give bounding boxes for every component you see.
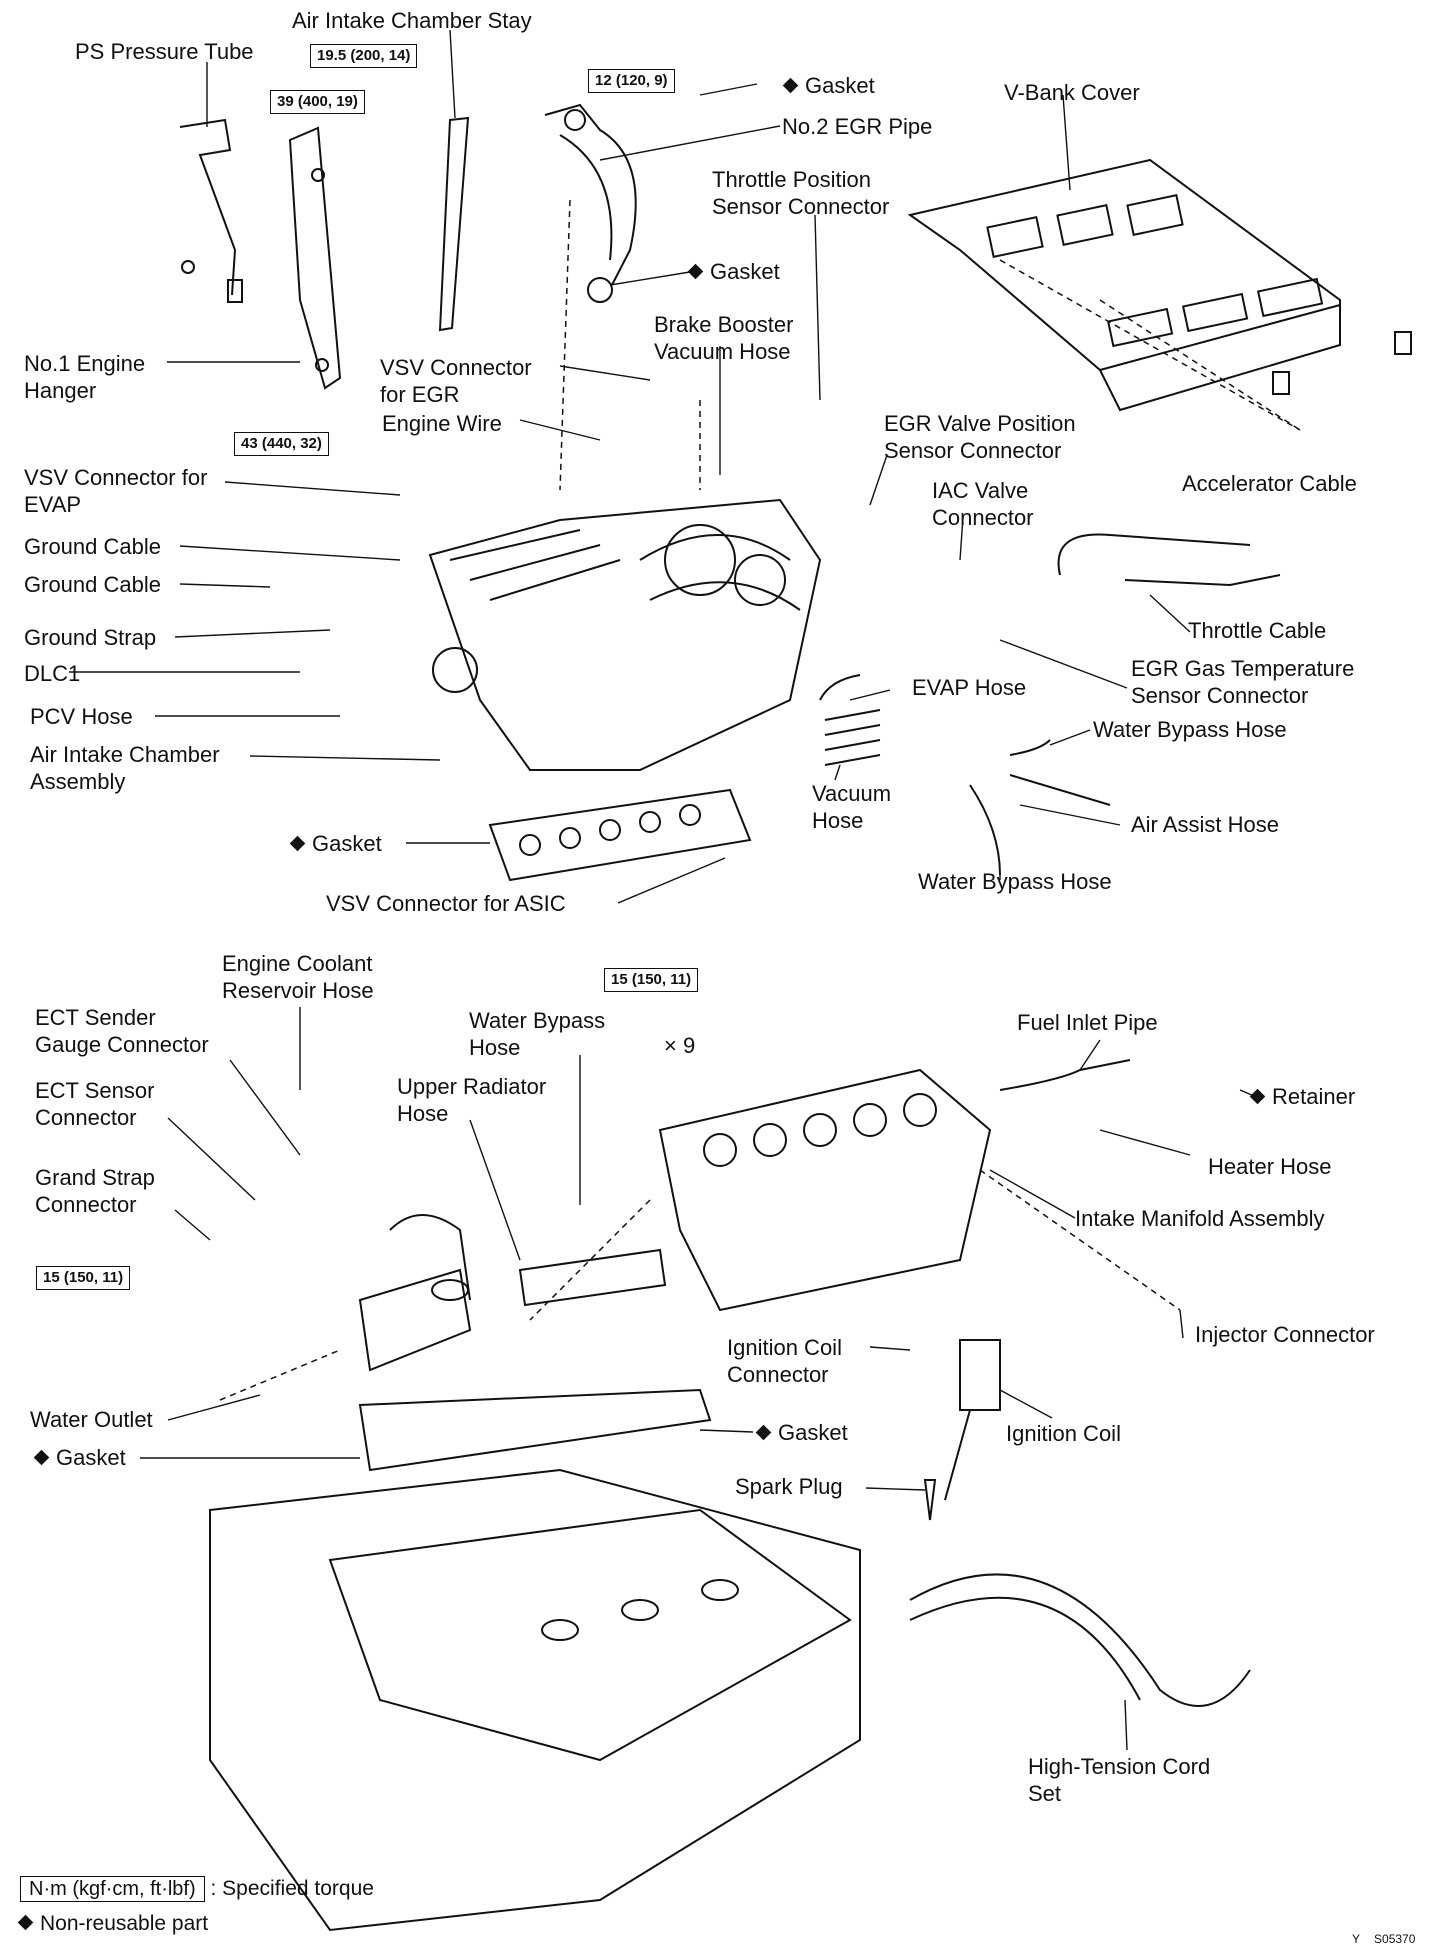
- throttle-cable-label: Throttle Cable: [1188, 618, 1327, 643]
- injector-connector-label: Injector Connector: [1195, 1322, 1375, 1347]
- torque-spec-box: 15 (150, 11): [36, 1266, 131, 1290]
- fuel-inlet-pipe-drawing: [999, 1059, 1131, 1091]
- no2-egr-pipe-label: No.2 EGR Pipe: [782, 114, 933, 139]
- vacuum-hose-drawing: [824, 709, 881, 766]
- accelerator-cable-drawing: [1057, 533, 1251, 576]
- vsv-connector-asic-label: VSV Connector for ASIC: [326, 891, 566, 916]
- water-outlet-drawing: [358, 1214, 472, 1372]
- fuel-inlet-pipe-label: Fuel Inlet Pipe: [1017, 1010, 1158, 1035]
- egr-pipe-drawing: [544, 103, 637, 303]
- engine-block-drawing: [209, 1468, 861, 1932]
- ignition-coil-label: Ignition Coil: [1006, 1421, 1121, 1446]
- engine-wire-label: Engine Wire: [382, 411, 502, 436]
- nonreusable-legend-text: Non-reusable part: [40, 1912, 209, 1935]
- outlet-gasket-drawing: [358, 1388, 712, 1472]
- ground-cable-label: Ground Cable: [24, 534, 161, 559]
- torque-legend-text: : Specified torque: [210, 1877, 374, 1900]
- non-reusable-diamond-icon: [289, 835, 306, 852]
- air-intake-chamber-stay-label: Air Intake Chamber Stay: [292, 8, 532, 33]
- non-reusable-diamond-icon: [17, 1914, 34, 1931]
- non-reusable-diamond-icon: [755, 1424, 772, 1441]
- ground-cable-label: Ground Cable: [24, 572, 161, 597]
- figure-mark: Y: [1352, 1932, 1361, 1946]
- torque-spec-box: 43 (440, 32): [234, 432, 329, 456]
- non-reusable-diamond-icon: [687, 263, 704, 280]
- gasket-manifold-label: Gasket: [755, 1419, 848, 1446]
- torque-spec-box: 12 (120, 9): [588, 69, 675, 93]
- gasket-egr-label: Gasket: [687, 258, 780, 285]
- bypass-hose-drawing: [518, 1248, 667, 1307]
- high-tension-cord-drawing: [909, 1573, 1251, 1707]
- gasket-chamber-label: Gasket: [289, 830, 382, 857]
- torque-legend: N·m (kgf·cm, ft·lbf) : Specified torque: [20, 1876, 374, 1902]
- bolt-quantity: × 9: [664, 1033, 696, 1058]
- ps-pressure-tube-label: PS Pressure Tube: [75, 39, 254, 64]
- engine-hanger-drawing: [288, 126, 342, 390]
- ignition-coil-drawing: [944, 1339, 1001, 1501]
- water-outlet-label: Water Outlet: [30, 1407, 153, 1432]
- throttle-cable-drawing: [1124, 574, 1281, 587]
- ps-pressure-tube-drawing: [179, 118, 243, 303]
- water-bypass-hose-label: Water Bypass Hose: [1093, 717, 1287, 742]
- intake-manifold-drawing: [658, 1068, 992, 1312]
- non-reusable-diamond-icon: [33, 1449, 50, 1466]
- accelerator-cable-label: Accelerator Cable: [1182, 471, 1357, 496]
- v-bank-cover-drawing: [907, 158, 1412, 412]
- chamber-stay-drawing: [438, 116, 470, 332]
- retainer-label: Retainer: [1249, 1083, 1355, 1110]
- spark-plug-drawing: [923, 1479, 937, 1521]
- air-intake-chamber-drawing: [428, 498, 822, 771]
- non-reusable-diamond-icon: [782, 77, 799, 94]
- torque-legend-box: N·m (kgf·cm, ft·lbf): [20, 1876, 205, 1902]
- intake-manifold-assembly-label: Intake Manifold Assembly: [1075, 1206, 1325, 1231]
- gasket-outlet-label: Gasket: [33, 1444, 126, 1471]
- ground-strap-label: Ground Strap: [24, 625, 157, 650]
- torque-spec-box: 39 (400, 19): [270, 90, 365, 114]
- spark-plug-label: Spark Plug: [735, 1474, 843, 1499]
- heater-hose-label: Heater Hose: [1208, 1154, 1332, 1179]
- evap-hose-label: EVAP Hose: [912, 675, 1027, 700]
- water-bypass-hose-label: Water Bypass Hose: [918, 869, 1112, 894]
- evap-hose-drawing: [819, 674, 861, 701]
- air-assist-hose-label: Air Assist Hose: [1131, 812, 1279, 837]
- nonreusable-legend: Non-reusable part: [17, 1912, 209, 1936]
- air-assist-hose-drawing: [1009, 774, 1111, 806]
- dlc1-label: DLC1: [24, 661, 81, 686]
- torque-spec-box: 19.5 (200, 14): [310, 44, 418, 68]
- water-bypass-hose-drawing: [969, 739, 1051, 876]
- non-reusable-diamond-icon: [1249, 1088, 1266, 1105]
- gasket-top-label: Gasket: [782, 72, 875, 99]
- chamber-gasket-drawing: [488, 788, 752, 882]
- pcv-hose-label: PCV Hose: [30, 704, 133, 729]
- torque-spec-box: 15 (150, 11): [604, 968, 699, 992]
- v-bank-cover-label: V-Bank Cover: [1004, 80, 1140, 105]
